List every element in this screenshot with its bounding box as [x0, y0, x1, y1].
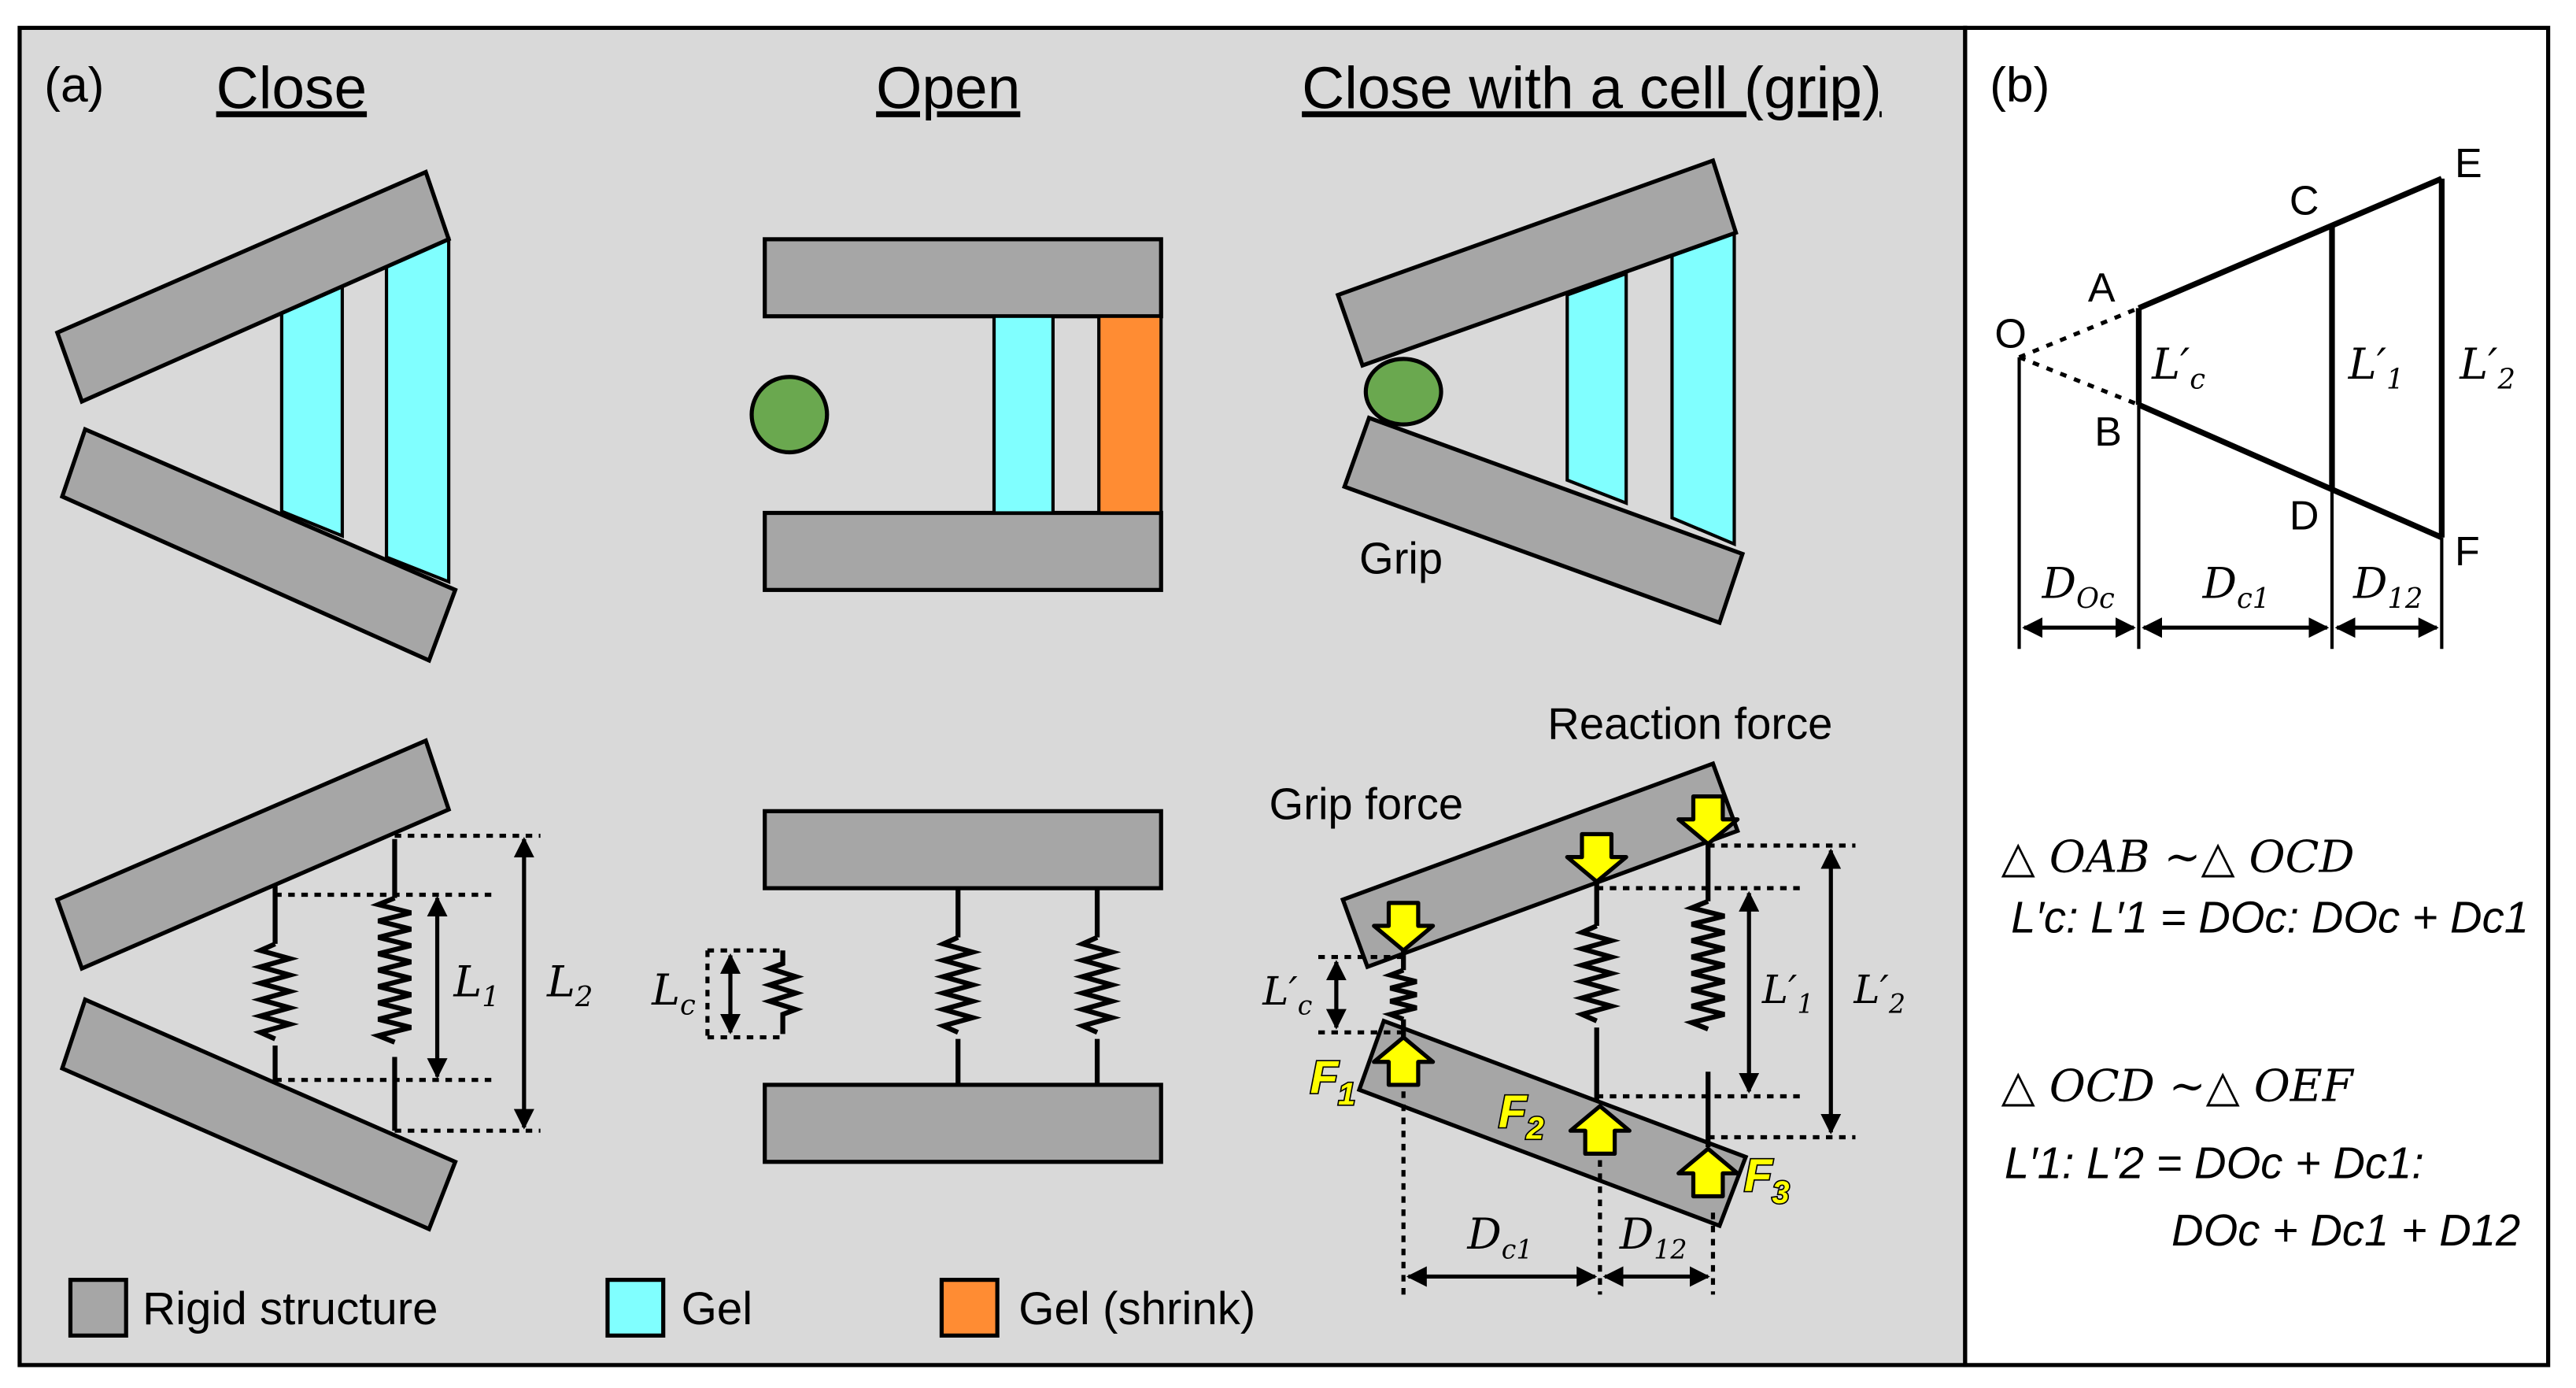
- grip-cell: [1363, 357, 1443, 427]
- panel-b-background: [1963, 25, 2551, 1368]
- title-grip: Close with a cell (grip): [1302, 54, 1882, 120]
- grip-gripper: [1335, 157, 1746, 626]
- close-model-upper-arm: [54, 738, 452, 972]
- open-spring-model: [705, 809, 1163, 1164]
- equation-1: L′c: L′1 = DOc: DOc + Dc1: [2011, 892, 2529, 942]
- grip-springs: [1382, 842, 1725, 1148]
- legend-swatch-gel: [605, 1278, 666, 1338]
- label-Lp1: L′1: [1761, 967, 1814, 1019]
- grip-arrow-3: [1676, 1146, 1740, 1199]
- point-E: E: [2455, 141, 2482, 187]
- grip-model-lower-arm: [1356, 1018, 1749, 1229]
- grip-spring-model: [1318, 761, 1856, 1295]
- panelb-label-Dc1: Dc1: [2202, 559, 2271, 615]
- legend-label-gel-shrink: Gel (shrink): [1018, 1283, 1255, 1334]
- line-AE: [2138, 176, 2443, 311]
- open-model-upper-arm: [763, 809, 1163, 890]
- panelb-label-Lpc: L′c: [2151, 339, 2205, 395]
- panelb-label-D12: D12: [2352, 559, 2423, 615]
- open-springs: [761, 888, 1122, 1085]
- grip-upper-arm: [1335, 157, 1739, 368]
- reaction-arrow-1: [1372, 901, 1436, 953]
- point-D: D: [2290, 493, 2319, 539]
- similar-triangles-diagram: [2017, 176, 2445, 650]
- label-F2: F2: [1499, 1086, 1544, 1146]
- point-B: B: [2094, 409, 2122, 455]
- point-C: C: [2290, 179, 2319, 224]
- grip-arrow-1: [1372, 1035, 1436, 1087]
- label-L1: L1: [453, 957, 499, 1013]
- panelb-label-Lp1: L′1: [2348, 339, 2404, 395]
- legend-swatch-gel-shrink: [939, 1278, 1000, 1338]
- grip-model-upper-arm: [1340, 761, 1740, 970]
- legend-label-gel: Gel: [682, 1283, 753, 1334]
- title-open: Open: [876, 54, 1020, 120]
- open-cell: [749, 375, 830, 455]
- label-Lc: Lc: [651, 965, 696, 1021]
- close-lower-arm: [59, 426, 458, 664]
- force-arrows: [1372, 794, 1740, 1199]
- panel-b-tag: (b): [1990, 57, 2049, 113]
- open-model-lower-arm: [763, 1083, 1163, 1164]
- grip-arrow-2: [1568, 1104, 1632, 1156]
- close-dotted-guides: [275, 833, 541, 1133]
- point-F: F: [2455, 529, 2480, 575]
- reaction-arrow-3: [1676, 794, 1740, 846]
- free-spring: [761, 950, 804, 1035]
- close-spring-model: [54, 738, 541, 1232]
- grip-label: Grip: [1359, 534, 1443, 583]
- grip-gel-inner: [1565, 271, 1628, 506]
- label-L2: L2: [546, 957, 593, 1013]
- label-Lpc: L′c: [1262, 968, 1312, 1020]
- line-OA: [2018, 305, 2140, 360]
- open-gripper: [749, 237, 1163, 592]
- open-dotted-guides: [705, 948, 783, 1040]
- equation-2-title: △ OCD ∼△ OEF: [2001, 1061, 2355, 1112]
- equation-2-line-1: L′1: L′2 = DOc + Dc1:: [2005, 1138, 2424, 1188]
- grip-force-label: Grip force: [1270, 779, 1464, 829]
- open-gel: [992, 314, 1055, 515]
- label-F1: F1: [1310, 1052, 1356, 1112]
- close-gripper: [54, 169, 458, 664]
- label-Lp2: L′2: [1853, 967, 1905, 1019]
- point-A: A: [2088, 265, 2116, 311]
- reaction-force-label: Reaction force: [1547, 699, 1832, 749]
- equation-2-line-2: DOc + Dc1 + D12: [2171, 1205, 2520, 1255]
- open-upper-arm: [763, 237, 1163, 319]
- line-OB: [2018, 355, 2140, 407]
- label-D12: D12: [1619, 1209, 1687, 1264]
- open-gel-shrink: [1097, 314, 1163, 515]
- legend-swatch-rigid: [68, 1278, 128, 1338]
- close-gel-outer: [384, 236, 451, 584]
- panelb-label-Lp2: L′2: [2459, 339, 2515, 395]
- equation-1-title: △ OAB ∼△ OCD: [2001, 831, 2355, 883]
- label-Dc1: Dc1: [1466, 1209, 1532, 1264]
- close-gel-inner: [279, 281, 344, 539]
- grip-dotted-guides: [1318, 843, 1856, 1295]
- panelb-label-DOc: DOc: [2042, 559, 2115, 615]
- line-BF: [2137, 402, 2443, 541]
- open-lower-arm: [763, 510, 1163, 592]
- point-O: O: [1994, 311, 2026, 357]
- close-upper-arm: [54, 169, 452, 405]
- close-model-lower-arm: [59, 997, 458, 1232]
- grip-gel-outer: [1670, 230, 1736, 547]
- label-F3: F3: [1744, 1150, 1790, 1210]
- legend: Rigid structure Gel Gel (shrink): [68, 1278, 1255, 1338]
- title-close: Close: [216, 54, 367, 120]
- grip-lower-arm: [1341, 415, 1746, 626]
- legend-label-rigid: Rigid structure: [142, 1283, 438, 1334]
- panel-a-tag: (a): [44, 57, 104, 113]
- reaction-arrow-2: [1565, 831, 1628, 884]
- close-springs: [251, 838, 412, 1131]
